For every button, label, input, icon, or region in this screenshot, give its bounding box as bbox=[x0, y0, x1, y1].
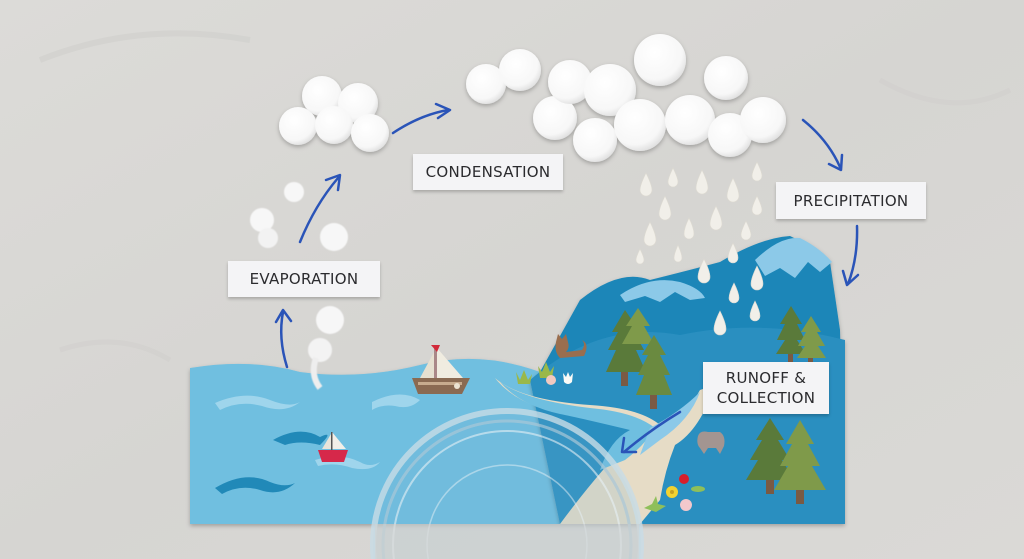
river bbox=[495, 378, 715, 524]
fox bbox=[555, 334, 587, 358]
cloud-to-cloud-arrow bbox=[391, 102, 452, 135]
cloud-to-precipitation-arrow bbox=[801, 118, 844, 172]
trees bbox=[606, 306, 826, 504]
cycle-arrows bbox=[274, 102, 860, 454]
bear bbox=[697, 431, 725, 454]
cloud-large bbox=[466, 34, 786, 162]
runoff-to-bowl-arrow bbox=[620, 410, 682, 454]
sailboat-red bbox=[318, 432, 348, 462]
evaporation-label: EVAPORATION bbox=[228, 261, 380, 297]
flowers bbox=[516, 362, 705, 512]
evaporation-label-text: EVAPORATION bbox=[249, 270, 359, 288]
cotton-vapor bbox=[250, 182, 348, 390]
precipitation-down-arrow bbox=[841, 224, 860, 287]
ocean-waves bbox=[215, 394, 420, 494]
precipitation-label-text: PRECIPITATION bbox=[793, 191, 909, 210]
runoff-label-line1: RUNOFF & bbox=[725, 369, 807, 387]
runoff-collection-label: RUNOFF & COLLECTION bbox=[703, 362, 829, 414]
evaporation-to-cloud-arrow bbox=[298, 173, 342, 244]
runoff-label-line2: COLLECTION bbox=[716, 389, 816, 407]
precipitation-label: PRECIPITATION bbox=[776, 182, 926, 219]
cloud-small bbox=[279, 76, 389, 152]
sailboat-brown bbox=[412, 345, 470, 394]
glass-bowl bbox=[370, 408, 644, 559]
condensation-label-text: CONDENSATION bbox=[425, 163, 551, 181]
evaporation-up-arrow bbox=[274, 308, 293, 369]
raindrops bbox=[635, 161, 764, 336]
condensation-label: CONDENSATION bbox=[413, 154, 563, 190]
ocean-felt bbox=[190, 358, 560, 524]
